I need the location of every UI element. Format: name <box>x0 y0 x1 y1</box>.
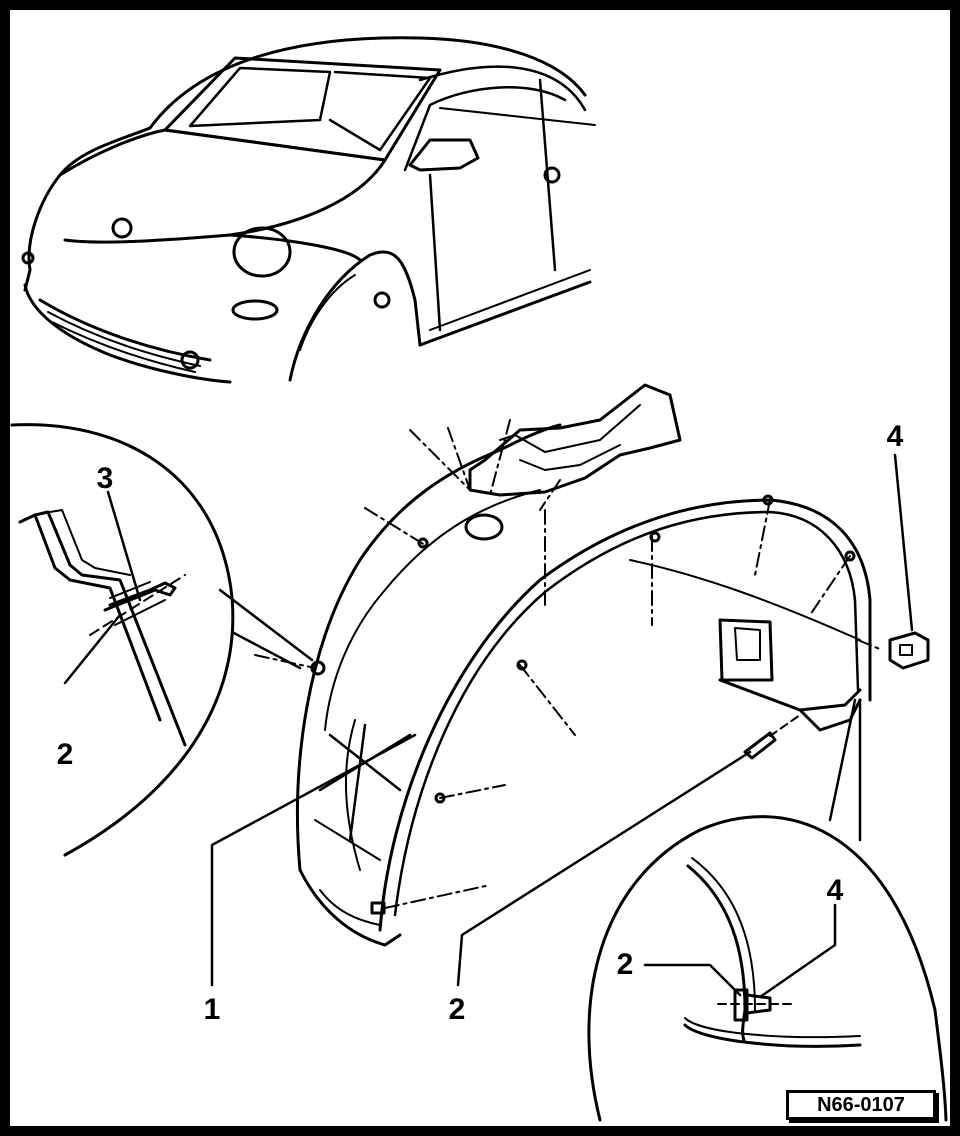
callout-detail-left-2: 2 <box>56 738 74 771</box>
clip-nut <box>888 453 930 670</box>
callout-detail-right-2: 2 <box>616 948 634 981</box>
detail-circle-right <box>587 698 948 1122</box>
callout-top-right-4: 4 <box>886 420 904 453</box>
callout-part-1: 1 <box>203 993 221 1026</box>
callout-part-2-main: 2 <box>448 993 466 1026</box>
callout-detail-right-4: 4 <box>826 874 844 907</box>
reference-code: N66-0107 <box>786 1090 936 1120</box>
callout-detail-left-3: 3 <box>96 462 114 495</box>
wheel-housing-liner <box>210 383 883 987</box>
car-illustration <box>21 36 596 384</box>
detail-circle-left <box>10 423 314 857</box>
